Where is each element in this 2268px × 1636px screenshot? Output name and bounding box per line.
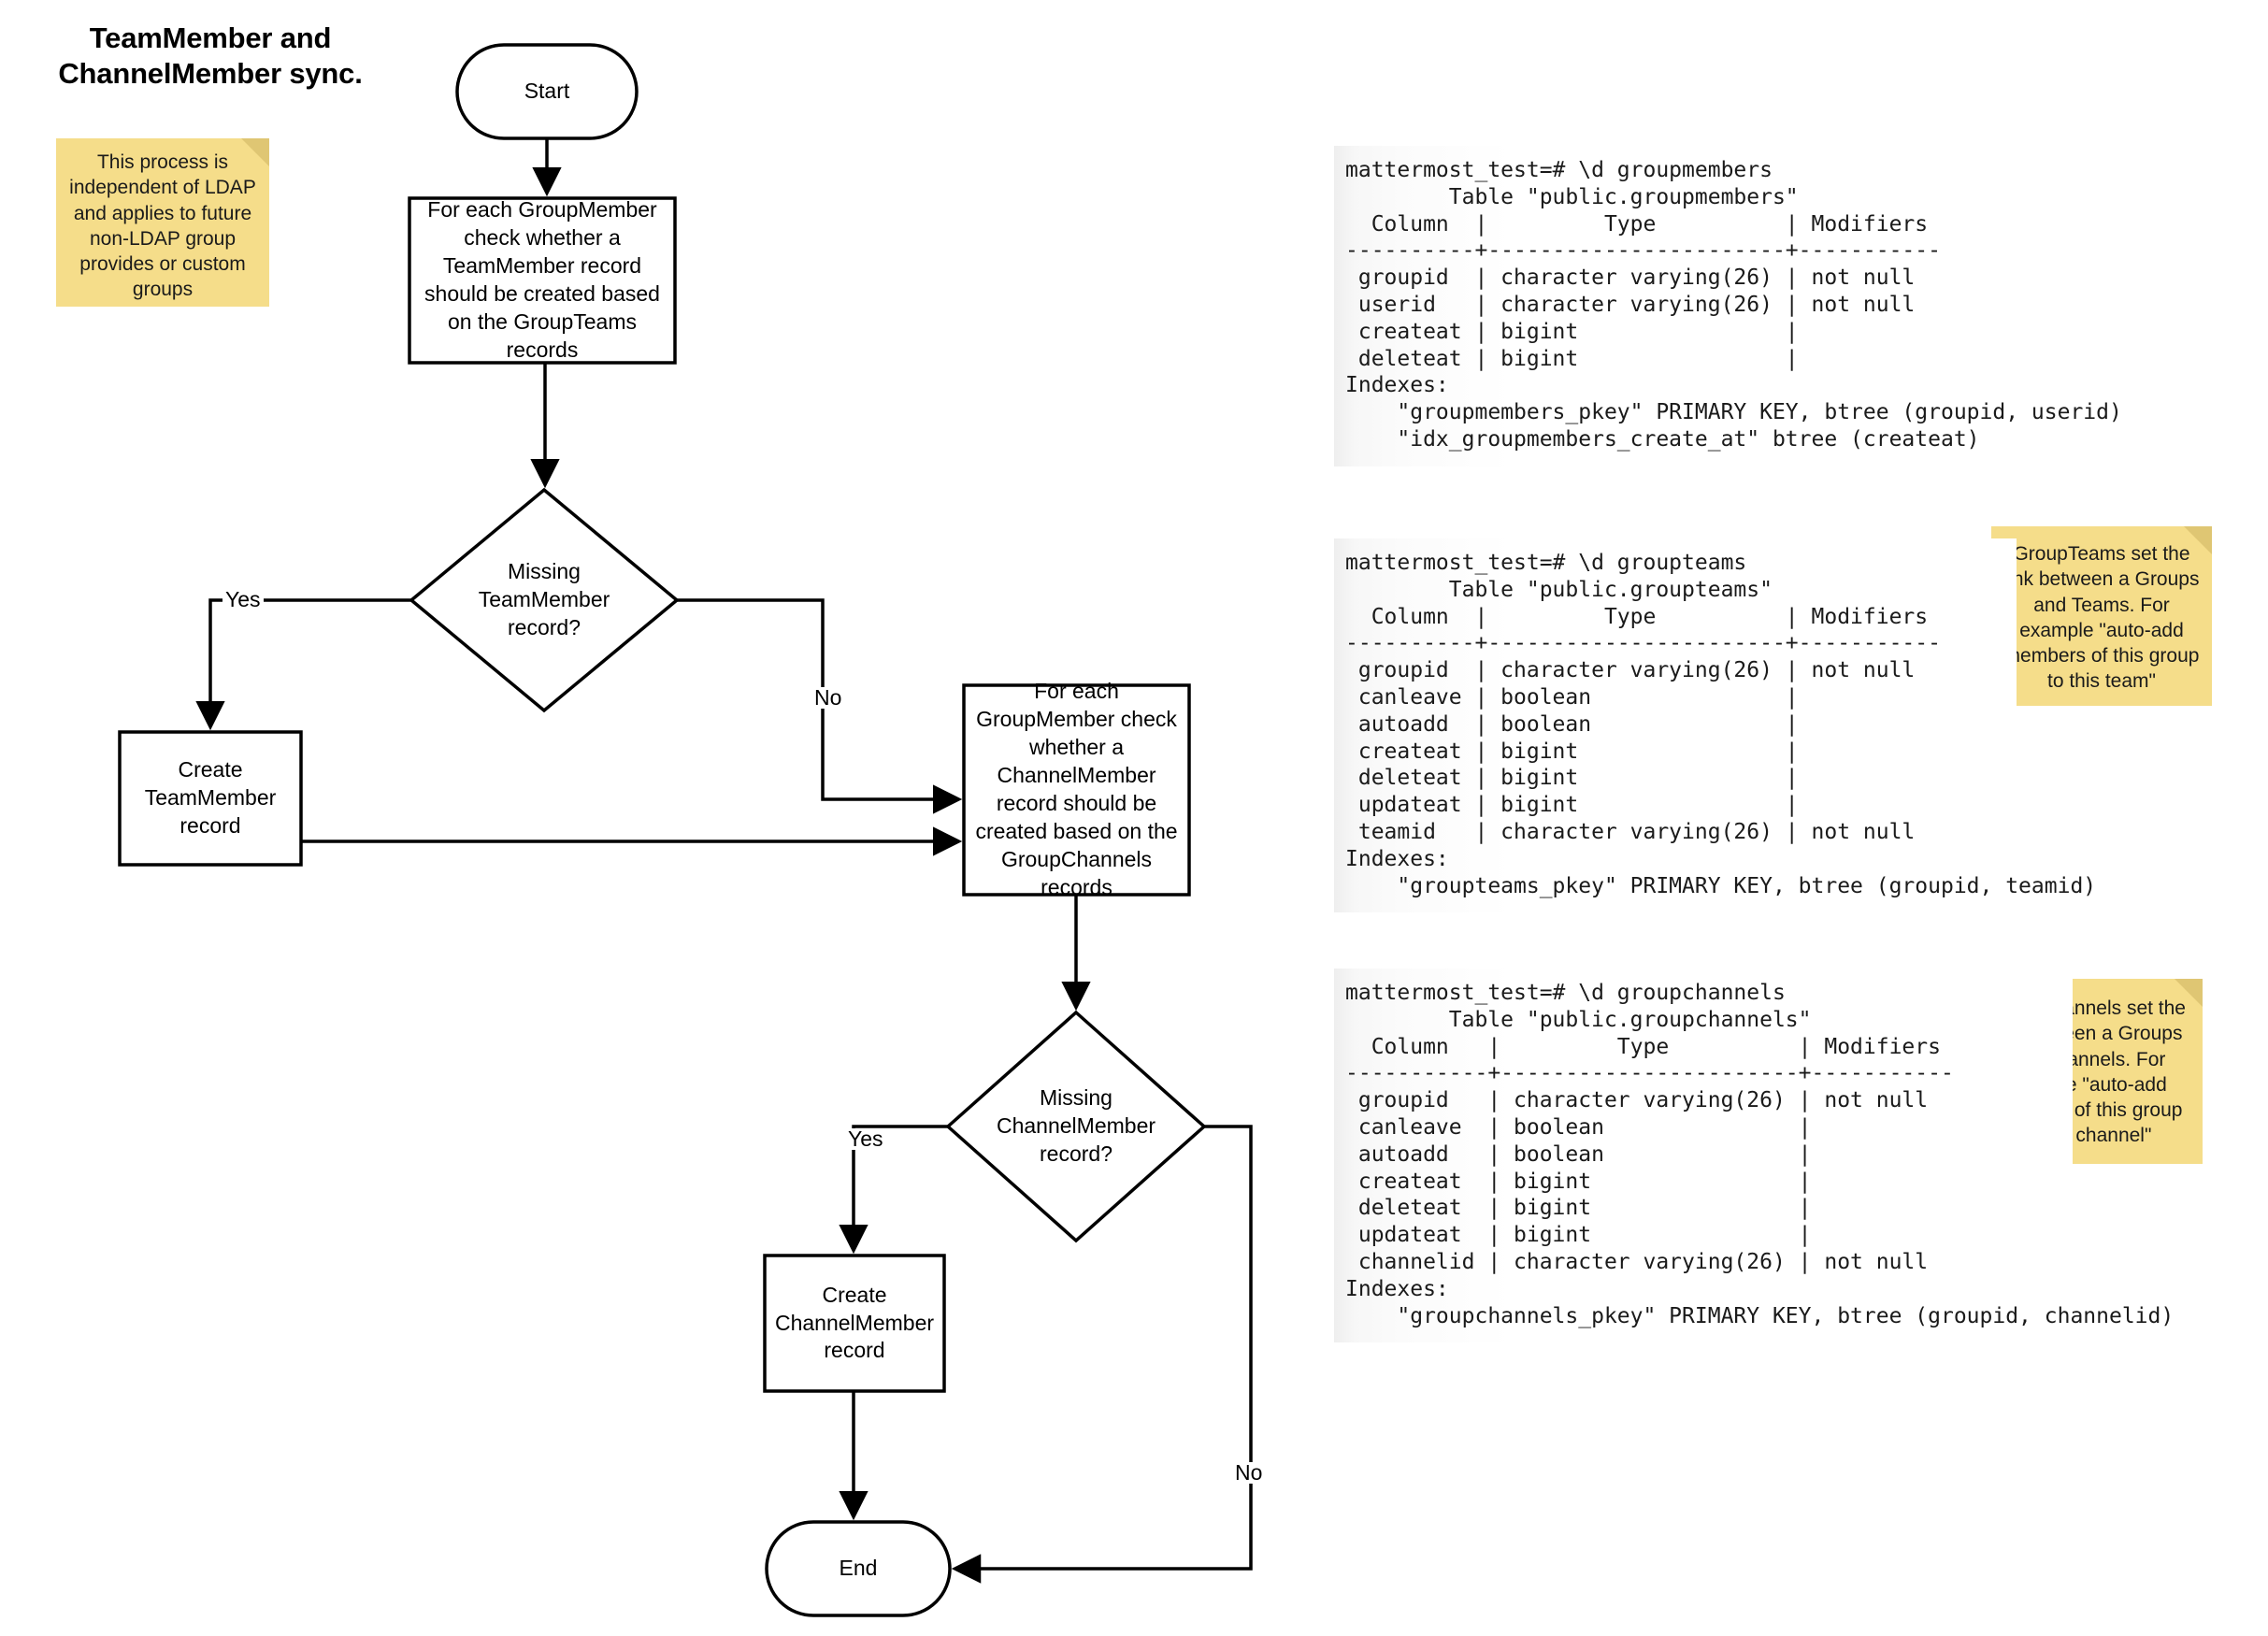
- terminal-output-groupteams: mattermost_test=# \d groupteams Table "p…: [1334, 538, 2096, 913]
- terminal-output-groupmembers: mattermost_test=# \d groupmembers Table …: [1334, 146, 2122, 466]
- process-channelmember-label: For each GroupMember check whether a Cha…: [975, 679, 1178, 899]
- note-text: GroupTeams set the link between a Groups…: [2003, 543, 2200, 693]
- note-text: This process is independent of LDAP and …: [69, 151, 256, 301]
- edge-label-no-teammember: No: [811, 687, 845, 709]
- end-node-label: End: [839, 1556, 878, 1581]
- edge-label-yes-teammember: Yes: [222, 589, 264, 610]
- edge-label-no-channelmember: No: [1232, 1462, 1266, 1484]
- decision-channelmember-label: Missing ChannelMember record?: [996, 1085, 1156, 1166]
- terminal-output-groupchannels: mattermost_test=# \d groupchannels Table…: [1334, 969, 2174, 1343]
- edge-decision2-no: [951, 1125, 1253, 1584]
- edge-label-yes-channelmember: Yes: [845, 1128, 886, 1150]
- note-fold-corner-icon: [241, 138, 269, 166]
- note-fold-corner-icon: [2184, 526, 2212, 554]
- edge-decision1-yes: [195, 598, 411, 731]
- note-fold-corner-icon: [2175, 979, 2203, 1007]
- process-teammember-label: For each GroupMember check whether a Tea…: [424, 197, 660, 362]
- diagram-title: TeamMember and ChannelMember sync.: [58, 22, 363, 90]
- groupteams-note: GroupTeams set the link between a Groups…: [1991, 526, 2212, 706]
- ldap-independence-note: This process is independent of LDAP and …: [56, 138, 269, 307]
- create-teammember-label: Create TeamMember record: [144, 757, 277, 838]
- create-channelmember-label: Create ChannelMember record: [774, 1282, 935, 1363]
- start-node-label: Start: [524, 79, 570, 104]
- decision-teammember-label: Missing TeamMember record?: [478, 559, 610, 639]
